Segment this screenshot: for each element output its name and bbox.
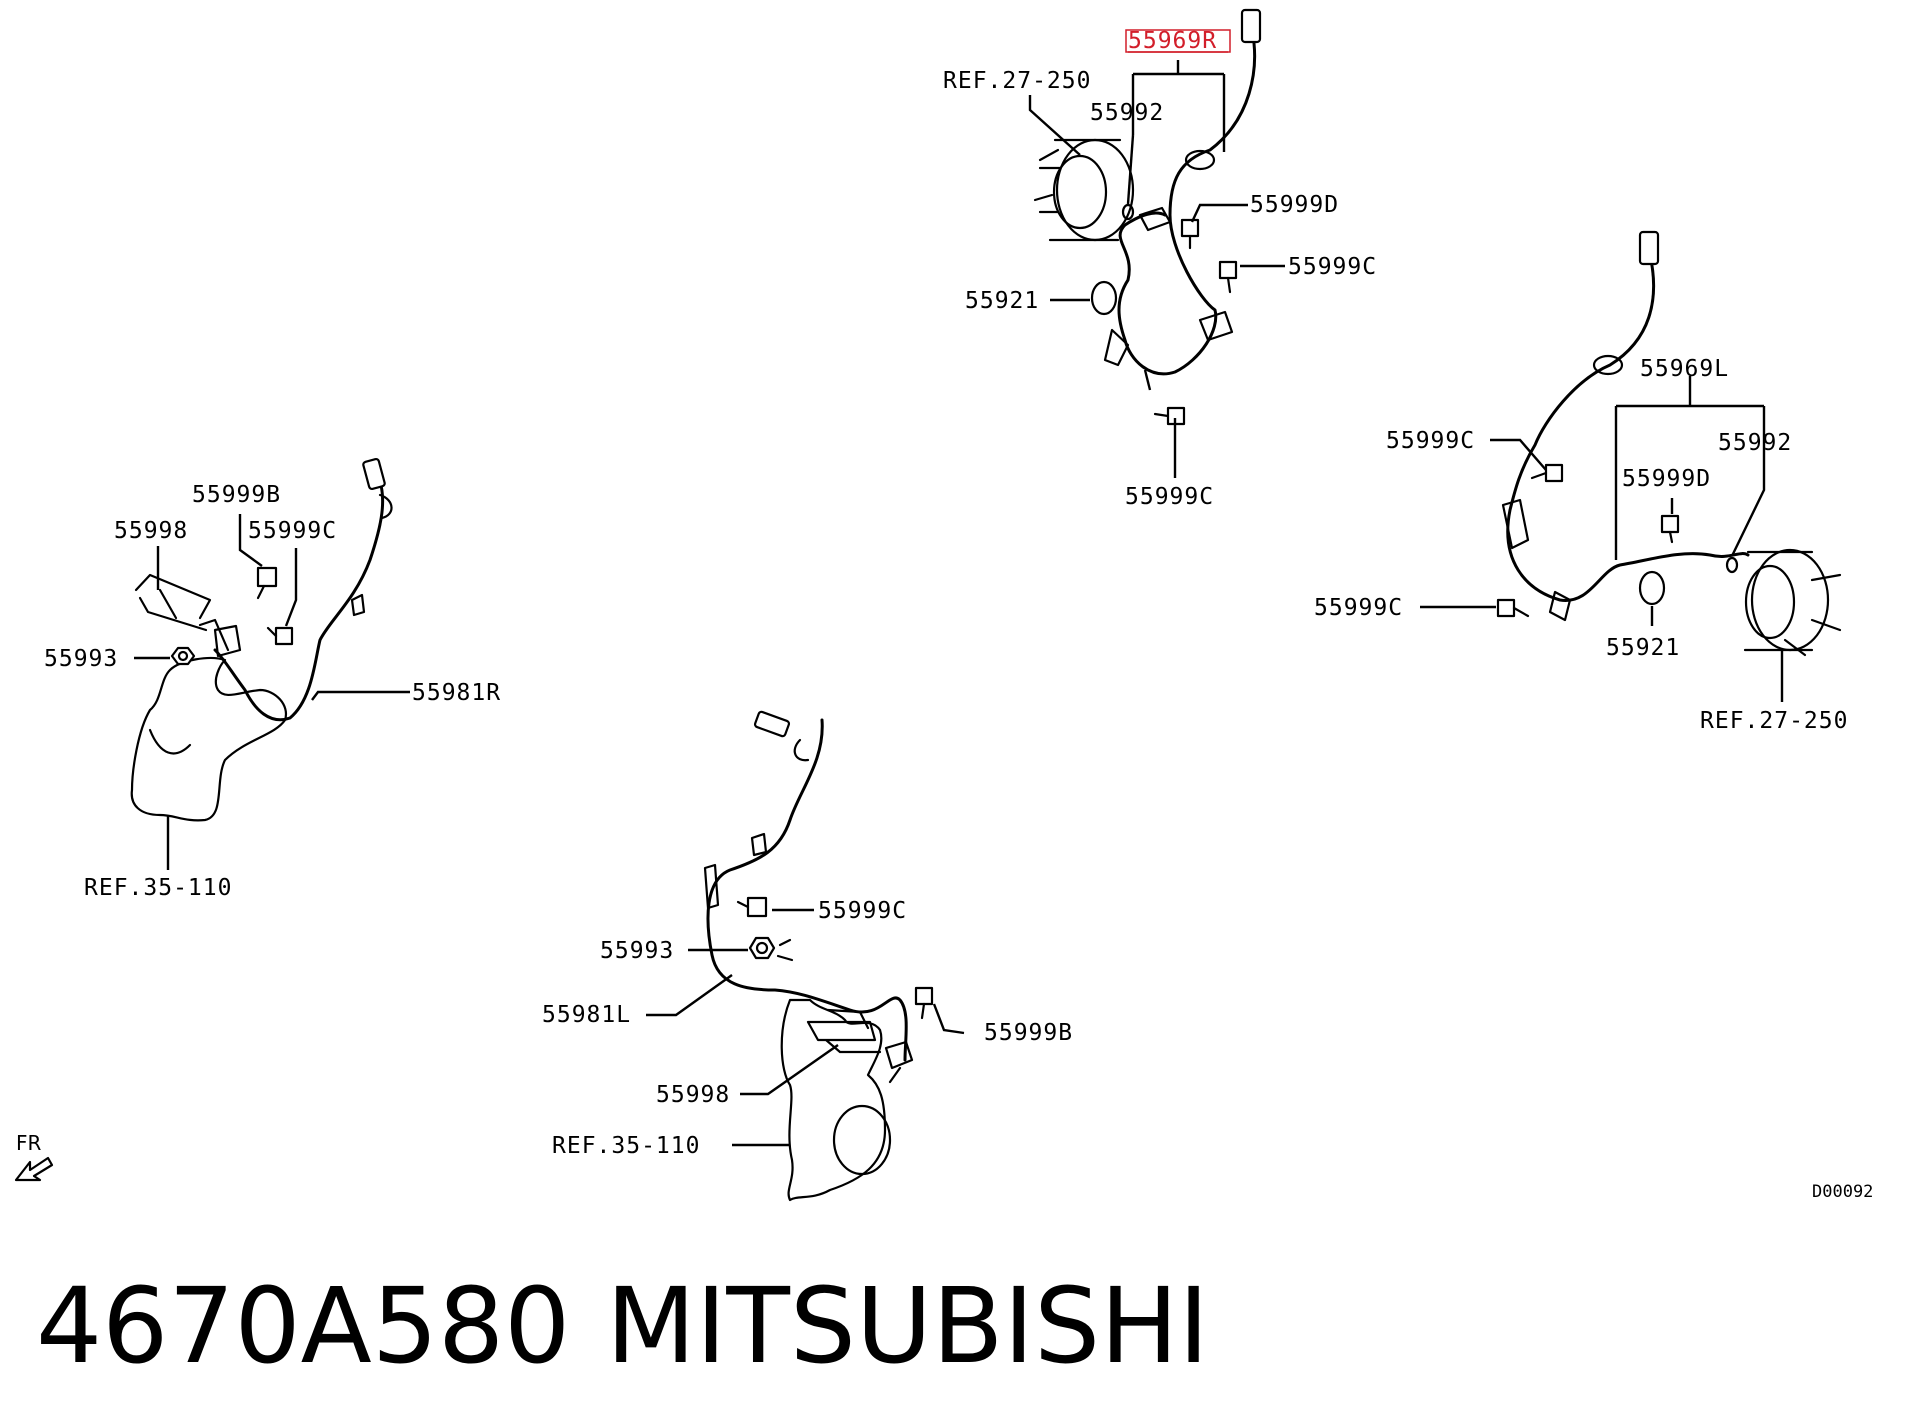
front-left-connector [1638, 230, 1660, 266]
front-right-clip-label: 55992 [1090, 100, 1164, 126]
front-right-assembly: 55969R REF.27-250 55992 55999D 55999C 55… [943, 8, 1377, 510]
front-left-bolt-c-upper-label: 55999C [1386, 428, 1475, 454]
rear-left-nut-label: 55993 [600, 938, 674, 964]
rear-right-bolt-b-label: 55999B [192, 482, 281, 508]
drawing-code: D00092 [1812, 1182, 1873, 1202]
front-right-ref-hub-label: REF.27-250 [943, 68, 1091, 94]
front-right-grommet [1090, 280, 1118, 316]
front-left-bolt-c-lower-label: 55999C [1314, 595, 1403, 621]
rear-right-bolt-c-label: 55999C [248, 518, 337, 544]
rear-left-bolt-c-label: 55999C [818, 898, 907, 924]
rear-left-nut [748, 936, 776, 960]
front-left-grommet-label: 55921 [1606, 635, 1680, 661]
rear-right-bracket [134, 573, 212, 632]
front-right-grommet-label: 55921 [965, 288, 1039, 314]
front-right-wire [1117, 28, 1256, 376]
front-left-bolt-c-lower [1496, 598, 1530, 618]
front-left-hub [1743, 548, 1842, 657]
front-left-bolt-c-upper [1530, 463, 1564, 483]
front-left-assembly-label: 55969L [1640, 356, 1729, 382]
rear-left-bolt-b [914, 986, 934, 1020]
front-direction-indicator: FR [14, 1131, 54, 1182]
part-number: 4670A580 [36, 1265, 570, 1387]
front-right-hub [1033, 138, 1135, 242]
front-right-bolt-d-label: 55999D [1250, 192, 1339, 218]
front-right-bolt-d [1180, 218, 1200, 250]
rear-right-nut-label: 55993 [44, 646, 118, 672]
rear-left-ref-knuckle-label: REF.35-110 [552, 1133, 700, 1159]
front-right-bolt-c-lower-label: 55999C [1125, 484, 1214, 510]
front-left-ref-hub-label: REF.27-250 [1700, 708, 1848, 734]
front-left-assembly: 55969L 55999C 55992 55999D 55999C 55921 … [1314, 230, 1848, 734]
rear-left-assembly: 55999C 55993 55981L 55999B 55998 REF.35-… [542, 710, 1073, 1202]
rear-right-nut [170, 646, 196, 666]
rear-right-connector [362, 457, 386, 491]
front-right-bolt-c-upper-label: 55999C [1288, 254, 1377, 280]
brand-name: MITSUBISHI [606, 1265, 1209, 1387]
front-right-clip [1121, 203, 1135, 221]
front-right-bolt-c-upper [1218, 260, 1238, 294]
front-left-bolt-d-label: 55999D [1622, 466, 1711, 492]
rear-left-bolt-b-label: 55999B [984, 1020, 1073, 1046]
front-arrow-icon [14, 1156, 54, 1182]
rear-right-ref-knuckle-label: REF.35-110 [84, 875, 232, 901]
rear-right-bolt-c [266, 626, 294, 646]
rear-left-connector [753, 710, 791, 738]
rear-left-knuckle [780, 998, 887, 1202]
rear-left-bolt-c [736, 896, 768, 918]
front-left-clip [1725, 556, 1739, 574]
front-right-connector [1240, 8, 1262, 44]
rear-right-sensor-label: 55981R [412, 680, 501, 706]
rear-right-bolt-b [256, 566, 278, 600]
rear-left-wire [706, 718, 908, 1062]
rear-left-bracket-label: 55998 [656, 1082, 730, 1108]
front-arrow-label: FR [16, 1131, 42, 1155]
front-right-bolt-c-lower [1153, 406, 1186, 426]
front-left-clip-label: 55992 [1718, 430, 1792, 456]
front-left-wire [1506, 253, 1750, 602]
front-left-bolt-d [1660, 514, 1680, 544]
front-right-assembly-label: 55969R [1128, 28, 1217, 54]
rear-right-wire [213, 468, 385, 722]
rear-right-bracket-label: 55998 [114, 518, 188, 544]
front-left-grommet [1638, 570, 1666, 606]
rear-right-assembly: 55999B 55998 55999C 55993 55981R REF.35-… [44, 457, 501, 901]
rear-left-bracket [806, 1008, 882, 1054]
rear-left-sensor-label: 55981L [542, 1002, 631, 1028]
rear-right-knuckle [130, 656, 288, 822]
